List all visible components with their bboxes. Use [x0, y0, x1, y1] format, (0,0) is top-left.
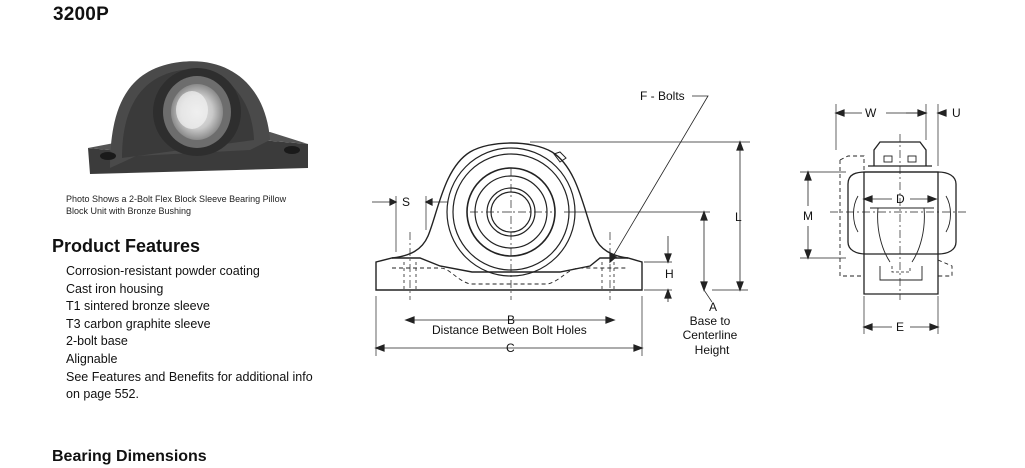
feature-item: T3 carbon graphite sleeve [66, 316, 211, 331]
h-label: H [665, 267, 674, 281]
b-label: B [507, 313, 515, 327]
feature-item: Corrosion-resistant powder coating [66, 264, 260, 278]
feature-item: T1 sintered bronze sleeve [66, 299, 210, 314]
bearing-dimensions-heading: Bearing Dimensions [52, 448, 207, 465]
feature-item: 2-bolt base [66, 334, 128, 349]
c-label: C [506, 341, 515, 355]
feature-item: See Features and Benefits for additional… [66, 369, 313, 402]
photo-caption: Photo Shows a 2-Bolt Flex Block Sleeve B… [66, 194, 287, 216]
front-view [372, 95, 750, 356]
feature-item: Alignable [66, 351, 118, 366]
d-label: D [896, 192, 905, 206]
l-label: L [735, 210, 742, 224]
product-title: 3200P [53, 4, 109, 25]
u-label: U [952, 106, 961, 120]
f-bolts-label: F - Bolts [640, 89, 685, 103]
a-caption-2: Centerline [683, 328, 738, 342]
a-caption-3: Height [695, 343, 730, 357]
s-label: S [402, 195, 410, 209]
product-features-list: Corrosion-resistant powder coating Cast … [66, 263, 316, 404]
product-features-heading: Product Features [52, 236, 201, 256]
side-view [800, 104, 966, 334]
e-label: E [896, 320, 904, 334]
a-label: A [709, 300, 717, 314]
a-caption-1: Base to [690, 314, 731, 328]
w-label: W [865, 106, 877, 120]
feature-item: Cast iron housing [66, 281, 164, 296]
product-photo [88, 61, 308, 174]
m-label: M [803, 209, 813, 223]
b-caption: Distance Between Bolt Holes [432, 323, 587, 337]
